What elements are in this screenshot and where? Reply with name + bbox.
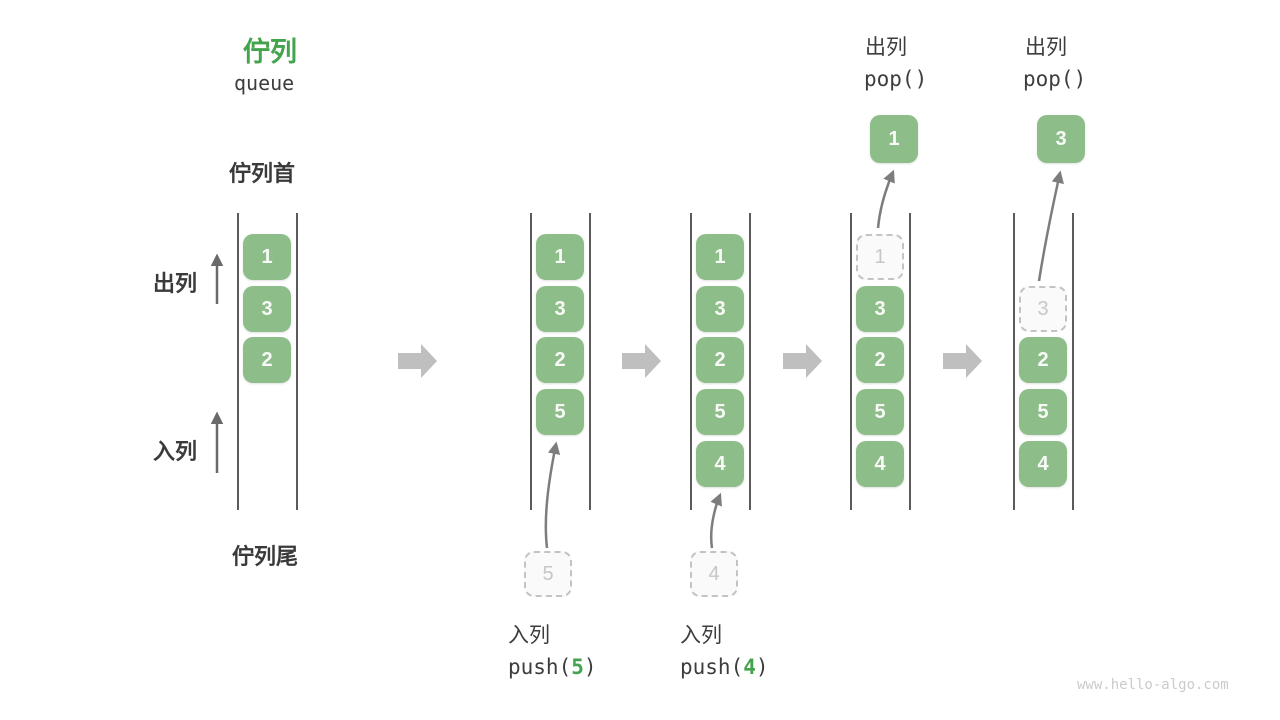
push-operation-code: push(5) [508,655,597,679]
diagram-title-zh: 佇列 [243,37,297,67]
queue-wall [530,213,532,510]
watermark: www.hello-algo.com [1077,677,1229,693]
queue-wall [850,213,852,510]
push-code-value: 5 [571,655,584,679]
push-code-prefix: push( [508,655,572,679]
queue-cell: 5 [536,389,584,435]
queue-column: 1 3 2 5 4 [850,213,911,510]
queue-cell: 5 [856,389,904,435]
queue-cell: 2 [696,337,744,383]
queue-cell: 1 [696,234,744,280]
pop-operation-code: pop() [1023,67,1087,91]
queue-front-label: 佇列首 [229,161,296,186]
pop-operation-label: 出列 [865,36,907,59]
push-operation-code: push(4) [680,655,769,679]
queue-wall [296,213,298,510]
queue-cell: 2 [1019,337,1067,383]
pop-operation-label: 出列 [1025,36,1067,59]
queue-cell: 3 [856,286,904,332]
push-code-prefix: push( [680,655,744,679]
queue-cell: 5 [1019,389,1067,435]
diagram-title-en: queue [234,71,295,95]
queue-cell: 1 [536,234,584,280]
step-arrow-icon [398,344,437,378]
queue-cell: 2 [536,337,584,383]
queue-wall [909,213,911,510]
queue-cell-removed: 1 [856,234,904,280]
queue-wall [1072,213,1074,510]
incoming-value-box: 4 [690,551,738,597]
dequeue-side-label: 出列 [153,271,198,296]
push-operation-label: 入列 [508,624,550,647]
push-operation-label: 入列 [680,624,722,647]
pop-operation-code: pop() [864,67,928,91]
queue-cell: 2 [243,337,291,383]
queue-cell: 3 [536,286,584,332]
step-arrow-icon [783,344,822,378]
queue-cell: 1 [243,234,291,280]
push-code-value: 4 [743,655,756,679]
queue-wall [749,213,751,510]
step-arrow-icon [622,344,661,378]
queue-cell: 4 [1019,441,1067,487]
queue-rear-label: 佇列尾 [232,544,299,569]
queue-wall [1013,213,1015,510]
push-code-suffix: ) [583,655,597,679]
queue-cell: 3 [243,286,291,332]
queue-cell: 4 [856,441,904,487]
popped-value-box: 1 [870,115,918,163]
queue-cell: 4 [696,441,744,487]
queue-wall [690,213,692,510]
step-arrow-icon [943,344,982,378]
queue-cell-removed: 3 [1019,286,1067,332]
queue-column: 1 3 2 5 [530,213,591,510]
queue-cell: 3 [696,286,744,332]
queue-wall [237,213,239,510]
queue-cell: 2 [856,337,904,383]
push-code-suffix: ) [755,655,769,679]
queue-column: 1 3 2 5 4 [690,213,751,510]
enqueue-side-label: 入列 [153,439,198,464]
queue-column: 1 3 2 [237,213,298,510]
queue-column: 3 2 5 4 [1013,213,1074,510]
queue-wall [589,213,591,510]
queue-cell: 5 [696,389,744,435]
popped-value-box: 3 [1037,115,1085,163]
incoming-value-box: 5 [524,551,572,597]
